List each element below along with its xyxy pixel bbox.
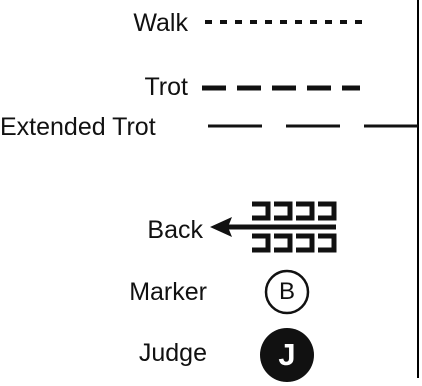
judge-circle-icon <box>260 328 314 382</box>
walk-label: Walk <box>133 9 188 37</box>
back-label: Back <box>147 216 203 244</box>
trot-label: Trot <box>144 73 188 101</box>
page-right-border <box>417 0 419 378</box>
trot-line-icon <box>202 85 360 91</box>
marker-letter: B <box>278 278 295 305</box>
judge-label: Judge <box>138 339 207 367</box>
marker-circle-icon <box>264 269 310 315</box>
marker-label: Marker <box>129 278 207 306</box>
judge-letter: J <box>278 337 296 372</box>
extended-trot-label: Extended Trot <box>0 113 156 141</box>
extended-trot-line-icon <box>208 124 422 128</box>
rein-back-icon <box>210 201 337 253</box>
walk-line-icon <box>205 20 363 24</box>
